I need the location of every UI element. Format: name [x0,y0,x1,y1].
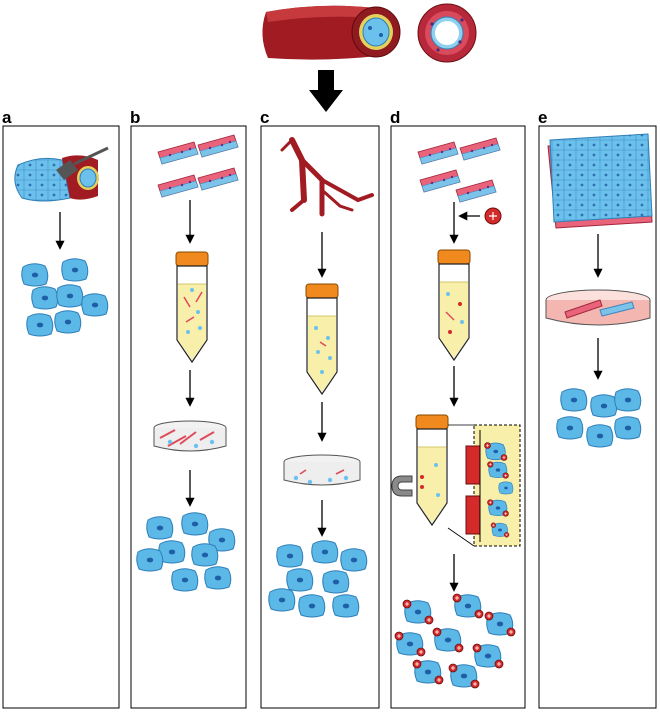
endothelial-cells-a [21,258,109,337]
endothelial-cells-b [136,512,236,592]
vessel-fragments-icon [157,134,239,198]
panel-label-a: a [2,108,12,127]
tissue-scraping-icon [14,146,109,202]
panel-label-e: e [538,108,547,127]
centrifuge-tube-icon [305,283,339,395]
panel-d-frame [390,125,526,709]
centrifuge-tube-icon [437,249,471,361]
culture-dish-icon [153,420,227,452]
panel-e-frame [538,125,657,709]
culture-dish-icon [283,454,361,486]
vessel-cross-section-icon [417,3,477,63]
panel-label-b: b [130,108,140,127]
cell-monolayer-icon [547,133,653,229]
centrifuge-tube-icon [415,414,449,526]
panel-c-frame [260,125,380,709]
blood-vessel-icon [262,5,401,60]
endothelial-cells-c [268,540,368,618]
vessel-fragments-icon [417,137,501,203]
panel-b-frame [130,125,247,709]
zoom-inset [447,424,521,547]
bead-bound-cells-d [395,594,515,688]
big-down-arrow-icon [309,70,343,112]
explant-dish-icon [545,289,651,326]
panel-label-c: c [260,108,269,127]
endothelial-cells-e [556,388,642,448]
magnet-icon [391,475,413,497]
panel-a-frame [2,125,120,709]
centrifuge-tube-icon [175,251,209,363]
branched-vessel-icon [280,137,374,217]
panel-label-d: d [390,108,400,127]
magnetic-bead-icon [484,207,502,225]
